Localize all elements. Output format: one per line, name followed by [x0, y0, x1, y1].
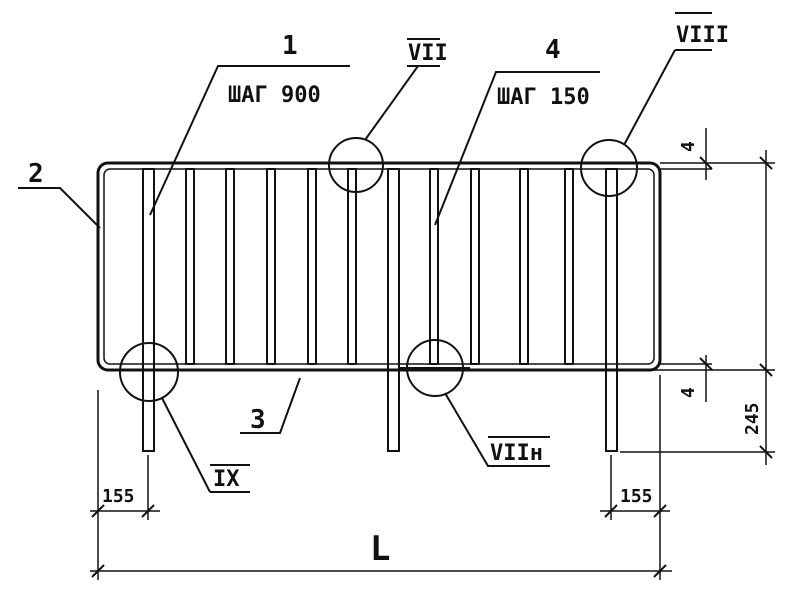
post-left	[142, 168, 155, 452]
detail-circle-vii	[328, 137, 384, 193]
dim-left-offset: 155	[102, 486, 135, 507]
callout-3-number: 3	[250, 405, 266, 435]
post-right	[605, 168, 618, 452]
detail-label-viii: VIII	[676, 23, 729, 48]
railing-frame	[96, 161, 662, 372]
dim-right-offset: 155	[620, 486, 653, 507]
leader-lines	[18, 49, 676, 493]
detail-label-vii-n: VIIн	[490, 441, 543, 466]
detail-circles	[119, 137, 638, 402]
post-center	[387, 168, 400, 452]
dim-top-gap: 4	[678, 141, 699, 152]
detail-label-vii: VII	[408, 41, 448, 66]
dim-length: L	[370, 529, 390, 569]
callout-4-spacing: ШАГ 150	[497, 85, 590, 110]
dim-post-extension: 245	[742, 402, 763, 435]
dim-bottom-gap: 4	[678, 387, 699, 398]
detail-circle-ix	[119, 342, 179, 402]
callout-4-number: 4	[545, 35, 561, 65]
callout-2-number: 2	[28, 159, 44, 189]
callout-1-spacing: ШАГ 900	[228, 83, 321, 108]
callout-1-number: 1	[282, 31, 298, 61]
intermediate-bars	[185, 168, 574, 365]
detail-underlines	[210, 12, 712, 493]
detail-circle-viii	[580, 139, 638, 197]
detail-label-ix: IX	[213, 467, 240, 492]
detail-circle-vii-n	[406, 339, 464, 397]
dimension-lines	[90, 128, 775, 580]
main-posts	[142, 168, 618, 452]
